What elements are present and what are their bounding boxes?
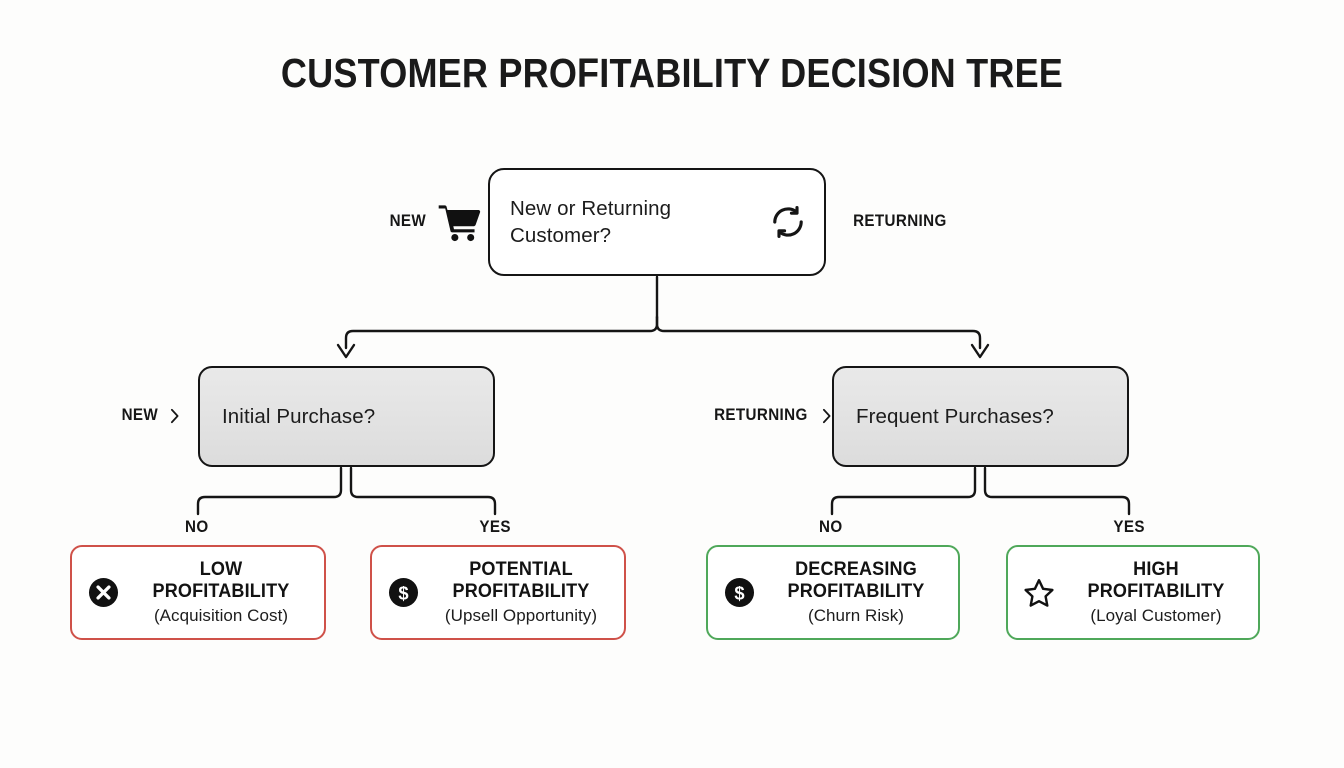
root-decision-node[interactable]: New or Returning Customer? [488,168,826,276]
branch-label-text: RETURNING [714,406,808,424]
page-title: CUSTOMER PROFITABILITY DECISION TREE [280,50,1064,96]
circle-dollar-icon: $ [722,576,756,610]
outcome-title-line1: POTENTIAL [469,558,573,580]
root-node-label: New or Returning Customer? [510,196,672,247]
shopping-cart-icon [438,205,481,242]
outcome-node-high-profitability[interactable]: HIGH PROFITABILITY (Loyal Customer) [1006,545,1260,640]
root-edge-label-returning: RETURNING [853,212,947,230]
refresh-cycle-icon [773,206,803,238]
outcome-node-decreasing-profitability[interactable]: $ DECREASING PROFITABILITY (Churn Risk) [706,545,960,640]
outcome-title-line2: PROFITABILITY [452,580,590,602]
outcome-title-line1: DECREASING [795,558,917,580]
svg-text:$: $ [734,582,744,603]
outcome-subtitle: (Acquisition Cost) [153,606,289,626]
edge-label-no-left: NO [185,518,209,536]
edge-label-yes-right: YES [1113,518,1145,536]
chevron-right-icon [170,408,179,423]
outcome-node-low-profitability[interactable]: LOW PROFITABILITY (Acquisition Cost) [70,545,326,640]
decision-node-initial-purchase[interactable]: Initial Purchase? [198,366,495,467]
root-edge-label-new: NEW [389,212,427,230]
outcome-body: LOW PROFITABILITY (Acquisition Cost) [130,559,312,627]
outcome-node-potential-profitability[interactable]: $ POTENTIAL PROFITABILITY (Upsell Opport… [370,545,626,640]
outcome-title-line2: PROFITABILITY [152,580,290,602]
branch-label-text: NEW [121,406,159,424]
star-outline-icon [1022,576,1056,610]
branch-label-new: NEW [120,406,180,425]
edge-label-yes-left: YES [479,518,511,536]
circle-dollar-icon: $ [386,576,420,610]
outcome-body: DECREASING PROFITABILITY (Churn Risk) [766,559,946,627]
outcome-title-line1: HIGH [1133,558,1179,580]
outcome-subtitle: (Churn Risk) [807,606,904,626]
outcome-body: POTENTIAL PROFITABILITY (Upsell Opportun… [430,559,612,627]
edge-label-no-right: NO [819,518,843,536]
chevron-right-icon [822,408,831,423]
outcome-title-line2: PROFITABILITY [1087,580,1225,602]
branch-label-returning: RETURNING [710,406,832,425]
outcome-title-line1: LOW [199,558,243,580]
svg-text:$: $ [398,582,408,603]
decision-node-label: Frequent Purchases? [856,404,1054,428]
decision-node-frequent-purchases[interactable]: Frequent Purchases? [832,366,1129,467]
circle-x-icon [86,576,120,610]
outcome-body: HIGH PROFITABILITY (Loyal Customer) [1066,559,1246,627]
decision-node-label: Initial Purchase? [222,404,376,428]
outcome-title-line2: PROFITABILITY [787,580,925,602]
outcome-subtitle: (Upsell Opportunity) [444,606,598,626]
outcome-subtitle: (Loyal Customer) [1090,606,1222,626]
